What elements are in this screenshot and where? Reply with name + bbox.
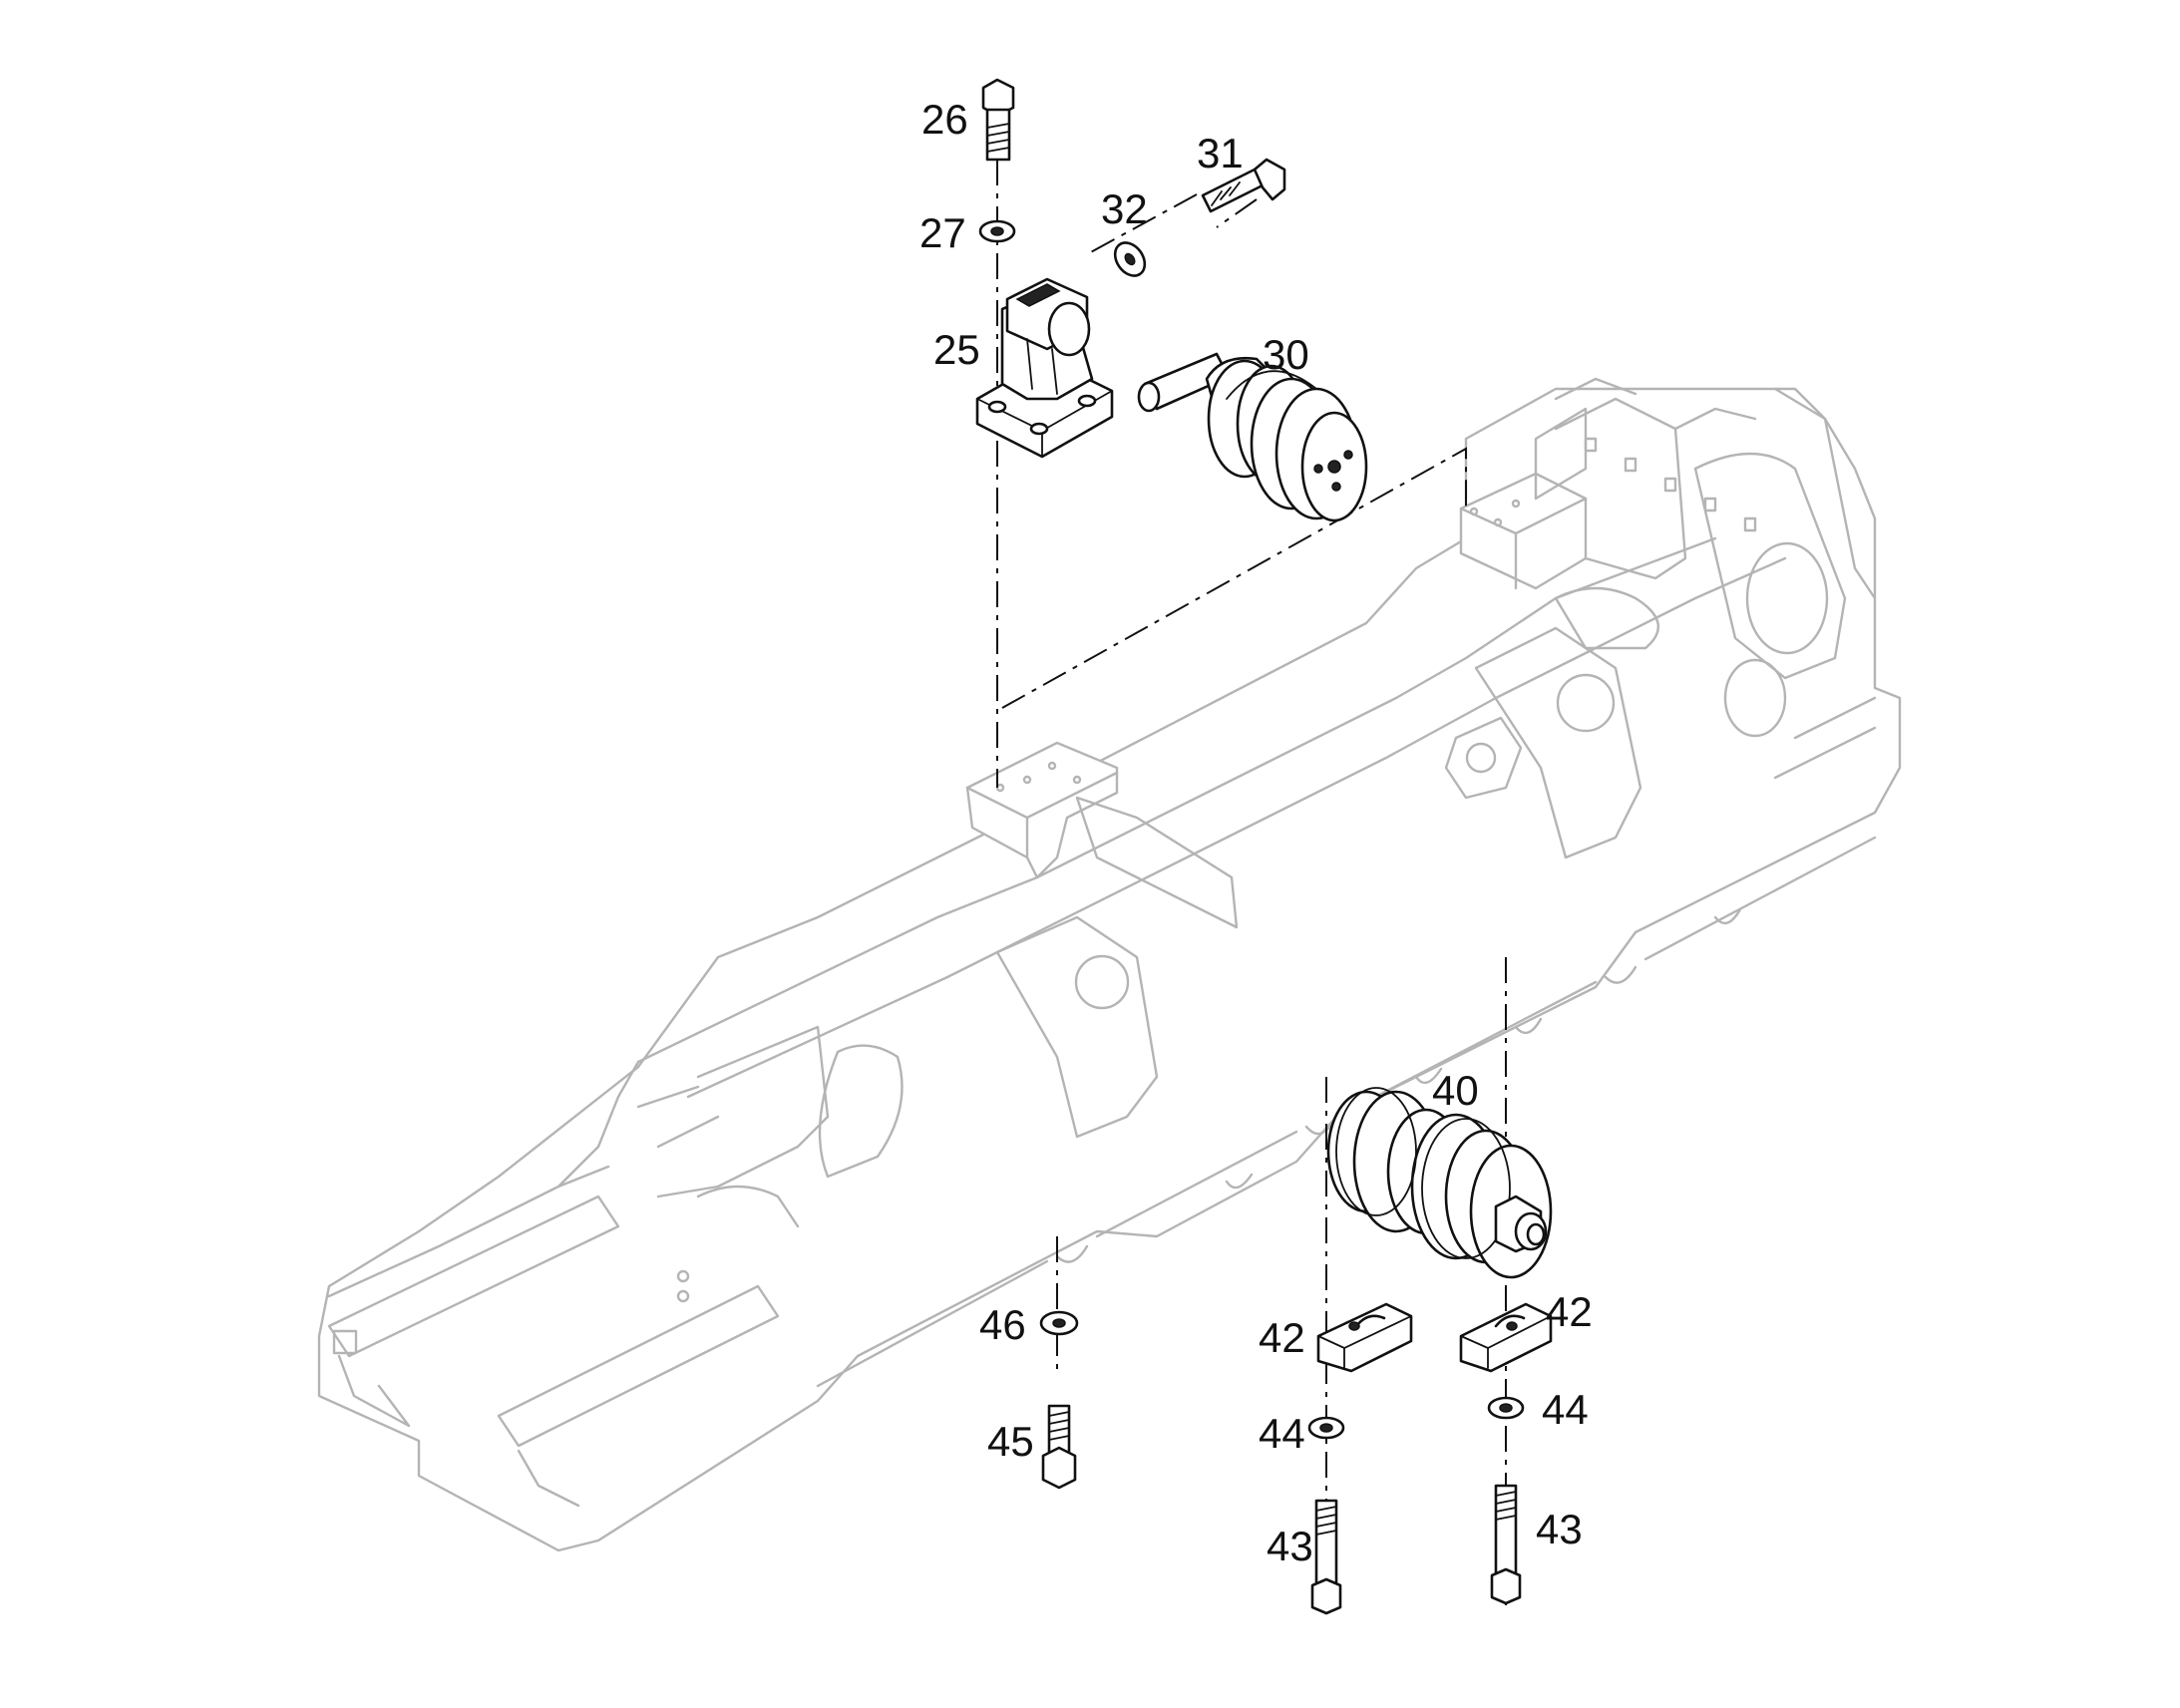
callout-45: 45 [987, 1418, 1034, 1465]
part-43-bolt-right [1490, 1484, 1522, 1605]
part-42-clamp-right [1459, 1302, 1553, 1373]
callout-42-left: 42 [1259, 1314, 1305, 1361]
callout-46: 46 [979, 1301, 1026, 1348]
callout-43-right: 43 [1536, 1506, 1583, 1552]
part-44-washer-right [1487, 1396, 1525, 1420]
part-46-washer [1039, 1310, 1079, 1336]
track-frame-body [317, 387, 1902, 1552]
callout-44-right: 44 [1542, 1386, 1589, 1433]
part-45-bolt [1041, 1404, 1077, 1490]
callout-31: 31 [1197, 130, 1244, 176]
callout-30: 30 [1263, 331, 1309, 378]
part-42-clamp-left [1316, 1302, 1413, 1373]
track-frame [317, 377, 1902, 1552]
callout-44-left: 44 [1259, 1410, 1305, 1457]
part-30-carrier-roller [1137, 352, 1368, 522]
callout-43-left: 43 [1267, 1523, 1313, 1569]
callout-labels: 26 27 25 31 32 30 40 46 45 42 42 44 44 4… [919, 96, 1593, 1569]
part-31-bolt [1201, 158, 1286, 213]
callout-32: 32 [1101, 185, 1148, 232]
callout-25: 25 [933, 326, 980, 373]
part-26-bolt [981, 78, 1015, 162]
callout-40: 40 [1432, 1067, 1479, 1114]
callout-26: 26 [921, 96, 968, 143]
part-44-washer-left [1307, 1416, 1345, 1440]
part-43-bolt-left [1310, 1499, 1342, 1615]
callout-42-right: 42 [1546, 1288, 1593, 1335]
part-27-washer [978, 219, 1016, 243]
part-32-washer [1113, 241, 1147, 277]
part-40-track-roller [1326, 1087, 1553, 1279]
callout-27: 27 [919, 209, 966, 256]
part-25-bracket [975, 277, 1114, 459]
